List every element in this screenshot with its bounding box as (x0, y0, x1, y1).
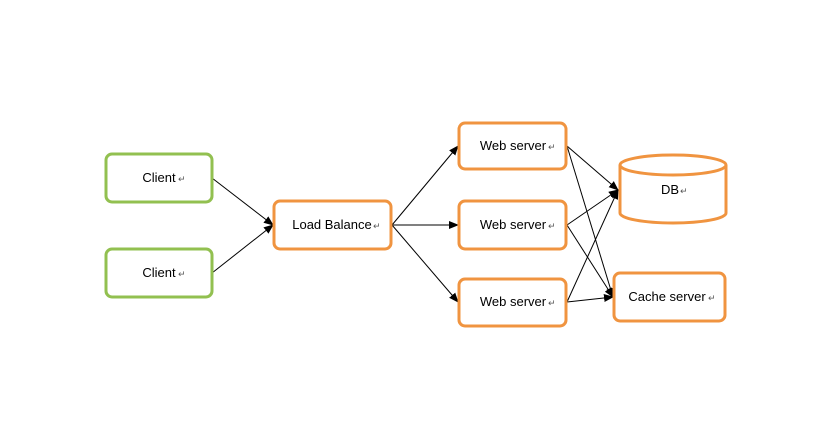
web-server-node-label: Web server (480, 217, 547, 232)
paragraph-mark-icon: ↵ (178, 175, 186, 185)
paragraph-mark-icon: ↵ (548, 143, 556, 153)
connector-arrow (566, 189, 619, 303)
connector-arrow (566, 145, 615, 298)
web-server-node-label: Web server (480, 294, 547, 309)
connector-arrow (211, 224, 274, 274)
web-server-node[interactable]: Web server ↵ (457, 277, 568, 328)
paragraph-mark-icon: ↵ (373, 222, 381, 232)
client-node[interactable]: Client ↵ (104, 152, 214, 204)
paragraph-mark-icon: ↵ (178, 270, 186, 280)
load-balancer-node[interactable]: Load Balance ↵ (272, 199, 393, 251)
load-balancer-node-box (272, 199, 393, 251)
cache-server-node-label: Cache server (628, 289, 706, 304)
connector-arrow (566, 224, 614, 298)
web-server-node[interactable]: Web server ↵ (457, 199, 568, 251)
client-node-label: Client (142, 170, 176, 185)
web-server-node-box (457, 121, 568, 171)
client-node[interactable]: Client ↵ (104, 247, 214, 299)
client-node-label: Client (142, 265, 176, 280)
edges-layer (211, 145, 619, 303)
web-server-node-label: Web server (480, 138, 547, 153)
connector-arrow (566, 189, 619, 226)
database-cylinder-icon (618, 165, 728, 225)
load-balancer-node-label: Load Balance (292, 217, 372, 232)
paragraph-mark-icon: ↵ (708, 294, 716, 304)
paragraph-mark-icon: ↵ (548, 299, 556, 309)
connector-arrow (566, 293, 614, 303)
cache-server-node[interactable]: Cache server ↵ (612, 271, 727, 323)
client-node-box (104, 152, 214, 204)
connector-arrow (566, 145, 619, 191)
database-cylinder-top (618, 153, 728, 177)
paragraph-mark-icon: ↵ (680, 187, 688, 197)
web-server-node-box (457, 277, 568, 328)
client-node-box (104, 247, 214, 299)
database-node[interactable]: DB ↵ (618, 153, 728, 225)
connector-arrow (211, 177, 274, 226)
web-server-node-box (457, 199, 568, 251)
connector-arrow (391, 224, 459, 303)
web-server-node[interactable]: Web server ↵ (457, 121, 568, 171)
cache-server-node-box (612, 271, 727, 323)
connector-arrow (391, 145, 459, 226)
database-node-label: DB (661, 182, 679, 197)
paragraph-mark-icon: ↵ (548, 222, 556, 232)
